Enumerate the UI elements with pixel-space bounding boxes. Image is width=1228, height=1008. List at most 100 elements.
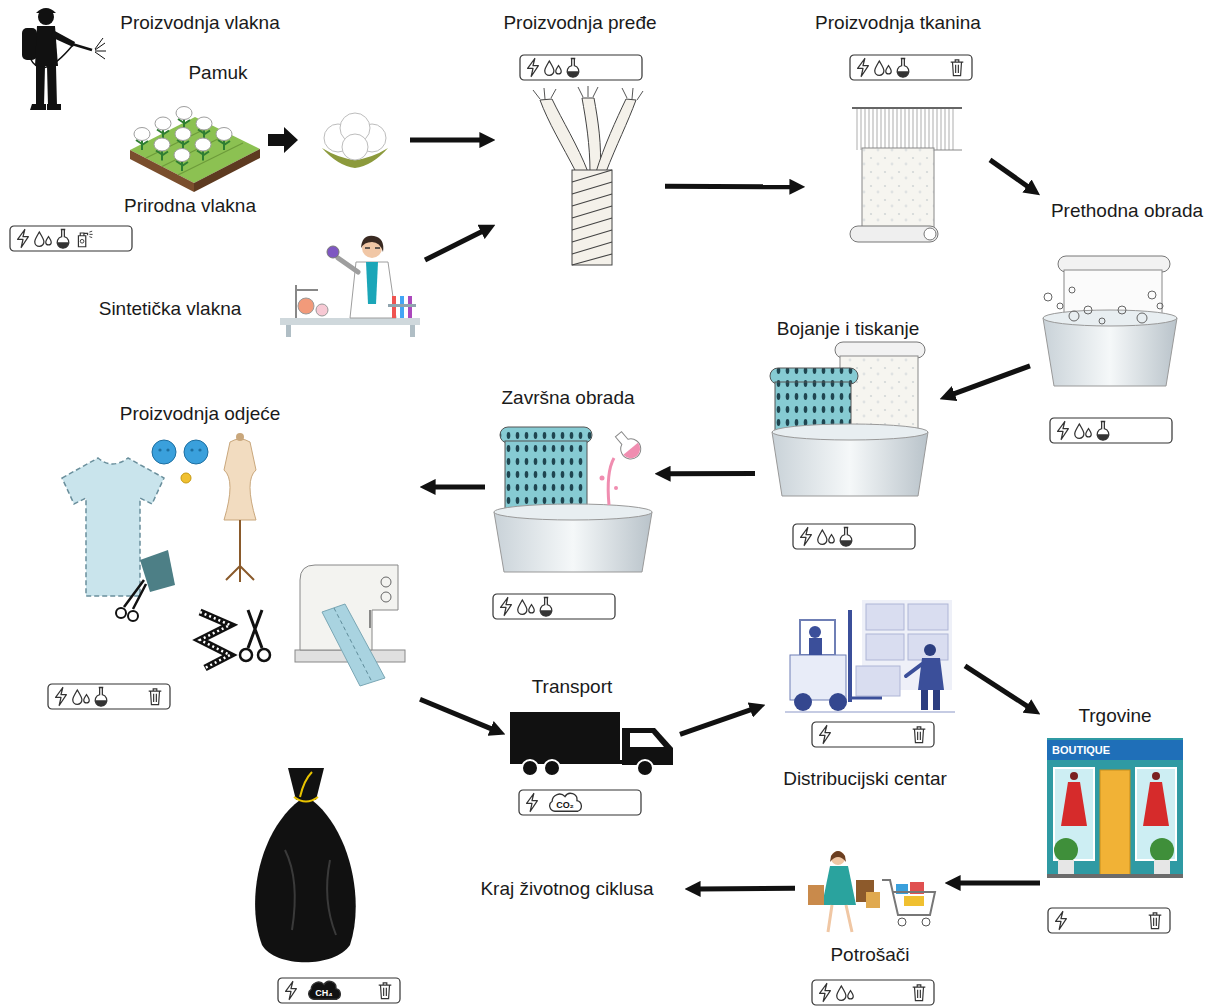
impact-icons — [801, 528, 812, 546]
clothing-production — [226, 520, 254, 582]
scientist — [365, 247, 380, 249]
cotton-field — [155, 117, 171, 140]
impact-icons — [48, 684, 170, 709]
finishing-roll — [494, 504, 652, 520]
stage-label: Sintetička vlakna — [99, 298, 242, 320]
garbage-bag — [285, 850, 336, 935]
stage-node: Proizvodnja vlaknaPamukPrirodna vlaknaSi… — [5, 5, 435, 345]
cotton-field — [176, 107, 192, 130]
scientist — [366, 262, 378, 304]
impact-icons — [850, 55, 972, 80]
boutique-shop — [1047, 738, 1183, 878]
clothing-production — [116, 608, 126, 618]
impact-icons — [793, 524, 915, 549]
clothing-production — [158, 448, 161, 451]
clothing-production — [198, 448, 201, 451]
cotton-field — [216, 128, 232, 151]
clothing-production — [62, 433, 405, 686]
clothing-production — [248, 610, 262, 648]
cotton-field — [196, 117, 212, 140]
flow-arrow — [965, 666, 1028, 707]
boutique-shop — [1143, 782, 1169, 826]
shoppers — [830, 851, 846, 862]
cotton-boll — [342, 134, 368, 160]
fabric-loom — [850, 226, 938, 242]
clothing-production — [200, 612, 230, 668]
truck — [544, 760, 560, 776]
shoppers — [882, 880, 935, 915]
boutique-shop — [1150, 838, 1174, 862]
impact-icons — [837, 986, 854, 1000]
stage-node: Završna obrada — [485, 385, 655, 625]
impact-icons — [550, 793, 582, 811]
scientist — [286, 325, 291, 337]
boutique-shop — [1154, 860, 1170, 874]
cotton-field — [130, 107, 260, 193]
shoppers — [828, 905, 852, 932]
flow-arrow — [669, 471, 755, 476]
flow-arrow — [665, 184, 791, 190]
stage-node: Potrošači — [795, 845, 945, 1005]
warehouse — [908, 604, 948, 630]
stage-label: Kraj životnog ciklusa — [480, 878, 653, 900]
emission-formula: CH₄ — [315, 989, 332, 998]
farmer-sprayer — [22, 8, 106, 110]
warehouse — [924, 644, 936, 656]
impact-icons — [812, 980, 934, 1005]
clothing-production — [158, 448, 201, 451]
clothing-production — [224, 439, 256, 520]
impact-icons — [567, 59, 579, 78]
stage-node: Proizvodnja odjeće — [40, 400, 420, 715]
flow-arrow — [959, 881, 1040, 886]
impact-icons — [793, 524, 915, 549]
impact-icons — [501, 598, 512, 616]
impact-icons — [540, 598, 552, 617]
farmer-sprayer — [36, 66, 57, 106]
warehouse — [866, 634, 904, 660]
clothing-production — [184, 440, 208, 464]
washing-bath — [1157, 303, 1163, 309]
clothing-production — [236, 433, 244, 441]
scientist — [338, 258, 358, 272]
warehouse — [794, 693, 812, 711]
washing-bath — [1044, 287, 1163, 324]
dyeing-rolls — [772, 432, 928, 496]
yarn — [582, 98, 601, 172]
clothing-production — [258, 649, 270, 661]
boutique-shop — [1047, 738, 1183, 878]
stage-label: Proizvodnja tkanina — [815, 12, 981, 34]
clothing-production — [128, 611, 138, 621]
stage-label: Proizvodnja odjeće — [120, 403, 281, 425]
warehouse — [921, 690, 928, 710]
clothing-production — [200, 612, 230, 668]
warehouse — [850, 697, 882, 700]
shoppers — [904, 896, 924, 906]
clothing-production — [152, 440, 176, 464]
impact-icons — [56, 688, 67, 706]
truck — [510, 712, 620, 760]
impact-icons — [1075, 424, 1092, 438]
scientist — [327, 246, 339, 258]
yarn — [572, 170, 612, 265]
scientist — [410, 325, 415, 337]
warehouse — [809, 638, 822, 655]
fabric-loom — [852, 107, 962, 109]
warehouse — [800, 620, 835, 655]
stage-node: Sintetička vlakna — [85, 228, 425, 340]
finishing-roll — [608, 458, 614, 505]
cotton-field — [174, 149, 190, 172]
stage-label: Pamuk — [188, 62, 247, 84]
truck — [637, 760, 653, 776]
stage-label: Distribucijski centar — [783, 768, 947, 790]
stage-node: Kraj životnog ciklusa — [450, 868, 685, 910]
scientist — [298, 298, 314, 314]
washing-bath — [1084, 306, 1092, 314]
boutique-shop — [1054, 838, 1078, 862]
impact-icons — [858, 59, 869, 77]
impact-icons — [379, 983, 392, 999]
clothing-production — [240, 649, 252, 661]
shoppers — [898, 918, 906, 926]
washing-bath — [1118, 306, 1126, 314]
washing-bath — [1148, 291, 1156, 299]
cotton-field — [146, 126, 243, 175]
